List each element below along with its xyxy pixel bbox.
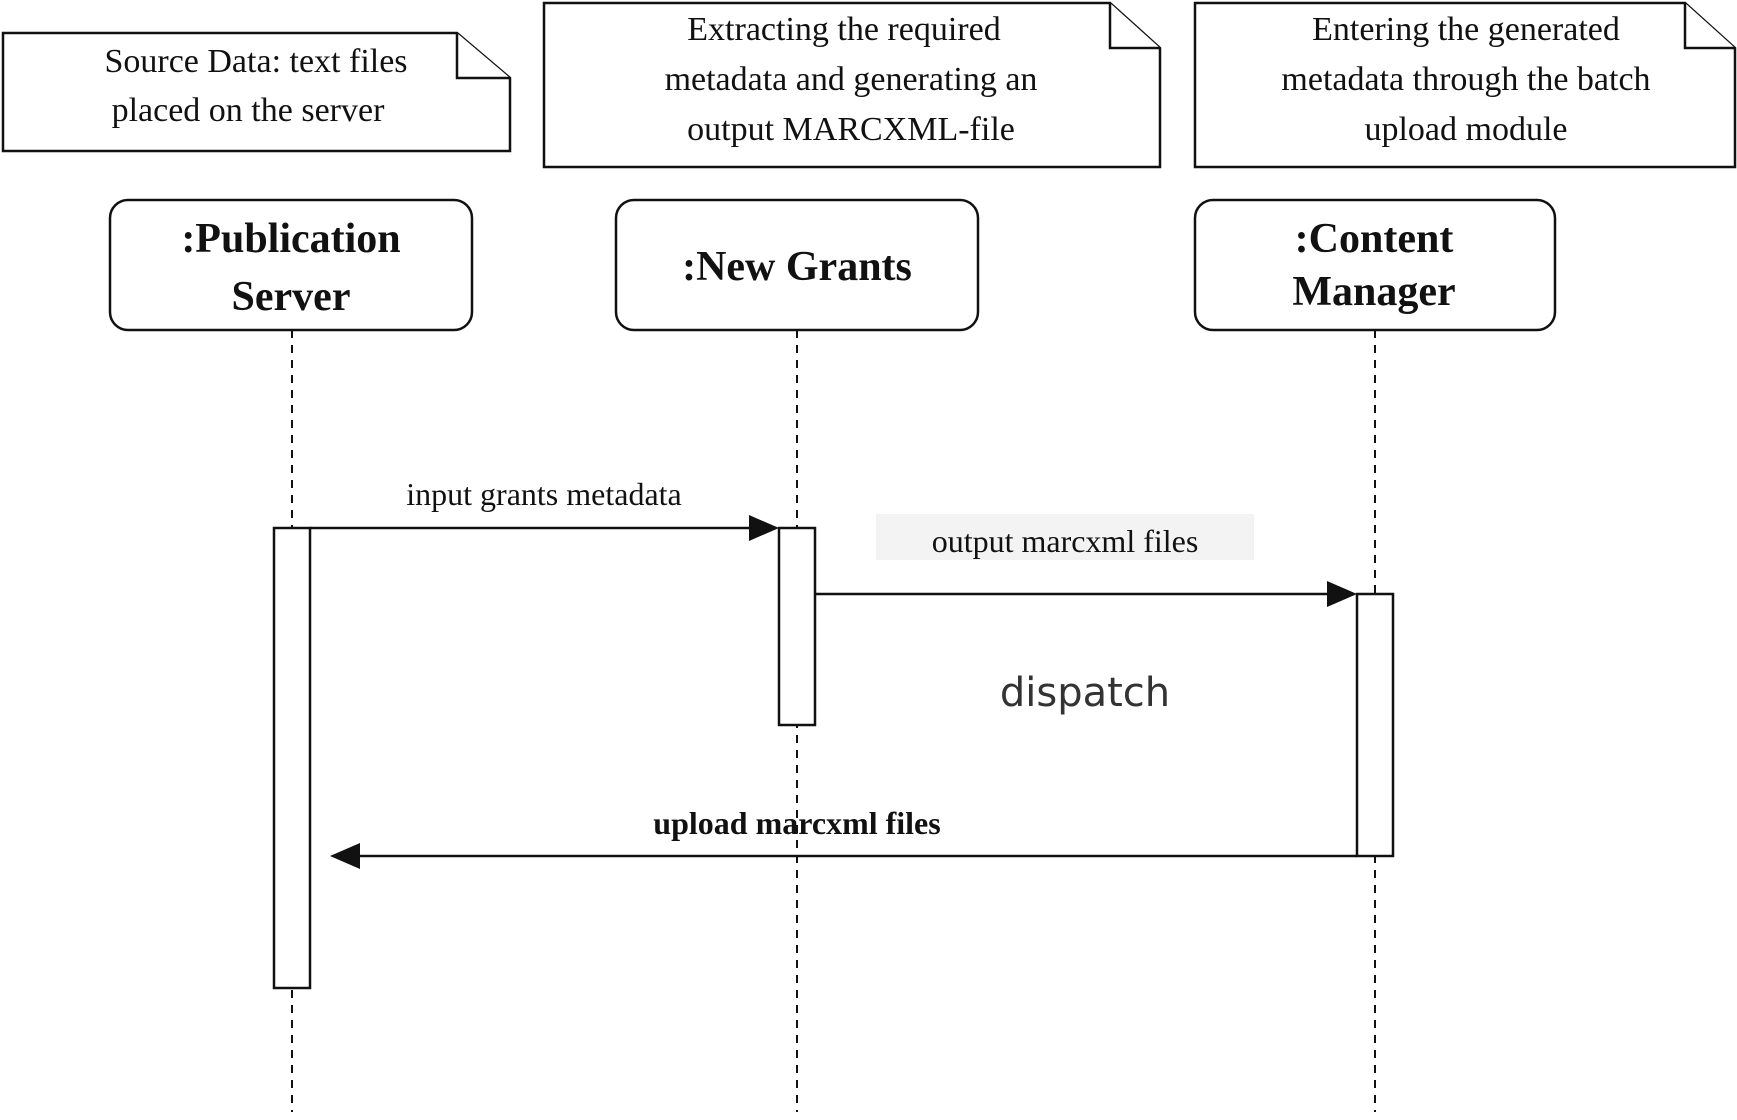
note-source-line-2: placed on the server [112, 92, 385, 129]
activation-content-manager [1355, 592, 1395, 858]
message-upload-marcxml-label: upload marcxml files [653, 805, 940, 841]
actor-publication-server: :Publication Server [108, 198, 474, 332]
note-entering: Entering the generated metadata through … [1193, 1, 1737, 169]
actor-publication-server-line-1: :Publication [181, 216, 400, 262]
note-extract-line-3: output MARCXML-file [687, 111, 1015, 148]
note-source-line-1: Source Data: text files [104, 43, 407, 80]
message-output-marcxml: output marcxml files [815, 514, 1357, 607]
activation-publication-server [272, 526, 312, 990]
note-extract-line-1: Extracting the required [687, 11, 1000, 48]
actor-new-grants: :New Grants [614, 198, 980, 332]
note-enter-line-1: Entering the generated [1312, 11, 1620, 48]
note-enter-line-2: metadata through the batch [1281, 61, 1650, 98]
dispatch-text: dispatch [1000, 670, 1170, 716]
arrow-left-icon [330, 843, 360, 869]
note-extract-line-2: metadata and generating an [665, 61, 1038, 98]
note-extracting: Extracting the required metadata and gen… [542, 1, 1162, 169]
actor-content-manager-line-1: :Content [1295, 216, 1454, 262]
message-output-marcxml-label: output marcxml files [932, 523, 1199, 559]
arrow-right-icon [749, 515, 779, 541]
message-output-label-background [876, 514, 1254, 560]
actor-publication-server-line-2: Server [232, 274, 351, 320]
message-upload-marcxml: upload marcxml files [330, 805, 1357, 869]
message-input-grants-label: input grants metadata [406, 476, 681, 512]
actor-content-manager: :Content Manager [1193, 198, 1557, 332]
note-enter-line-3: upload module [1364, 111, 1567, 148]
actor-content-manager-line-2: Manager [1292, 269, 1455, 315]
message-input-grants: input grants metadata [310, 476, 779, 541]
activation-new-grants [777, 526, 817, 727]
arrow-right-icon [1327, 581, 1357, 607]
note-source-data: Source Data: text files placed on the se… [1, 31, 512, 153]
actor-new-grants-line-1: :New Grants [682, 244, 912, 290]
